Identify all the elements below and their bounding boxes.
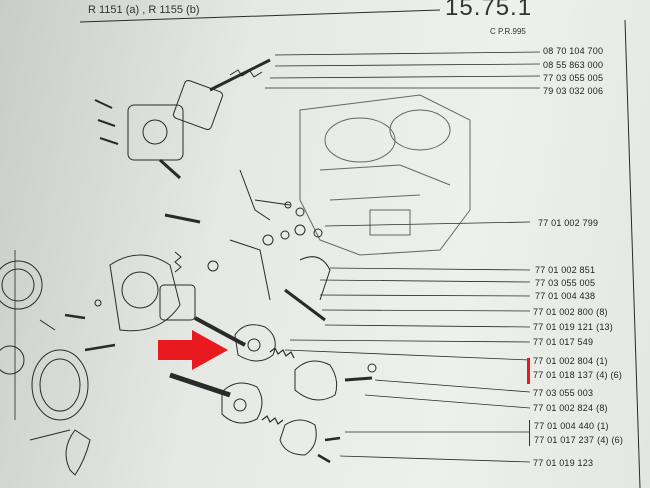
carburettor-body xyxy=(299,94,471,256)
washer-row xyxy=(262,201,531,246)
spring-middle xyxy=(269,347,295,359)
part-ref: 77 01 002 800(8) xyxy=(533,307,608,317)
part-ref: 77 01 017 549 xyxy=(533,337,594,347)
page-code: 15.75.1 xyxy=(445,0,533,21)
lower-diaphragm xyxy=(169,372,284,425)
part-ref: 77 01 002 851 xyxy=(535,265,596,275)
diaphragm-shaft xyxy=(194,316,276,362)
part-ref: 77 03 055 005 xyxy=(535,278,596,288)
upper-pump-cover xyxy=(127,58,271,180)
red-arrow-icon xyxy=(158,330,228,370)
bottom-lever xyxy=(29,429,91,476)
highlight-mark xyxy=(527,358,530,384)
part-ref: 77 01 004 438 xyxy=(535,291,596,301)
part-ref: 77 01 002 824(8) xyxy=(533,403,608,413)
part-ref: 77 01 004 440(1) xyxy=(534,421,609,431)
header-title-fragment: R 1151 (a) , R 1155 (b) xyxy=(88,4,200,16)
screws-middle-left xyxy=(64,299,116,352)
part-ref: 77 01 019 123 xyxy=(533,458,594,468)
bracket xyxy=(529,420,534,446)
leader-lines xyxy=(14,51,541,463)
part-ref: 77 01 019 121(13) xyxy=(533,322,613,332)
part-ref: 77 01 002 799 xyxy=(538,218,599,228)
left-round-parts xyxy=(0,260,89,421)
part-ref: 77 01 002 804(1) xyxy=(533,356,608,366)
part-ref: 08 70 104 700 xyxy=(543,46,604,56)
part-ref: 77 01 018 137(4) (6) xyxy=(533,370,623,380)
part-ref: 08 55 863 000 xyxy=(543,60,604,70)
part-ref: 77 01 017 237(4) (6) xyxy=(534,435,624,445)
lower-pump-body xyxy=(109,213,219,332)
screws-upper-left xyxy=(94,99,119,145)
accelerator-housing xyxy=(279,360,377,464)
part-ref: 77 03 055 005 xyxy=(543,73,604,83)
pr-reference: C P.R.995 xyxy=(490,27,526,36)
part-ref: 79 03 032 006 xyxy=(543,86,604,96)
part-ref: 77 03 055 003 xyxy=(533,388,594,398)
linkage xyxy=(229,169,331,322)
